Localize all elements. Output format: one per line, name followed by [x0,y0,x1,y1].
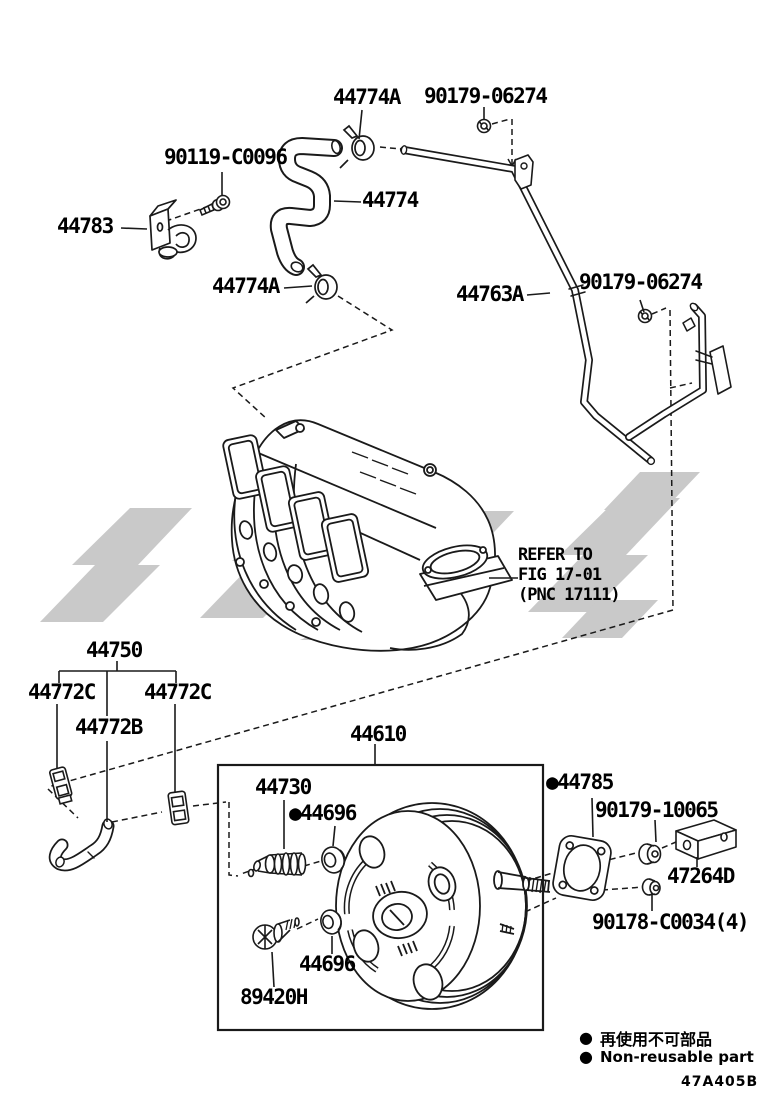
part-label-44730: 44730 [255,775,312,799]
manifold-top-details [275,420,437,495]
non-reusable-bullet-icon: ● [579,1028,593,1047]
clip-44783-drawing [149,199,197,260]
part-label-44696-1: ●44696 [289,801,357,825]
part-label-89420h: 89420H [240,985,308,1009]
part-label-44763a: 44763A [456,282,524,306]
part-label-44774: 44774 [362,188,419,212]
booster-lower-stud [499,923,515,935]
bolt-90119-c0096-drawing [198,194,231,217]
dashed-construction-lines [47,118,693,930]
part-label-90119-c0096: 90119-C0096 [164,145,288,169]
part-label-44785: ●44785 [546,770,614,794]
part-label-44774a-1: 44774A [333,85,401,109]
part-label-44696-2: 44696 [299,952,356,976]
tube-44763a-drawing [400,145,656,466]
nut-90179-10065-drawing [638,843,662,865]
refer-note-line1: REFER TO [518,545,593,565]
clamp-44774a-top-drawing [339,124,375,169]
nut-90179-06274-top-drawing [476,118,492,134]
part-label-90179-10065: 90179-10065 [595,798,719,822]
booster-pushrod [493,870,551,894]
grommet-44696-bottom-drawing [320,909,342,935]
leader-lines [120,107,698,988]
non-reusable-bullet-icon: ● [579,1047,593,1066]
legend-non-reusable-jp: ● 再使用不可部品 [579,1026,712,1050]
spacer-47264d-drawing [675,819,737,860]
part-label-44783: 44783 [57,214,114,238]
manifold-port-frames [222,434,370,583]
refer-note-line3: (PNC 17111) [518,585,621,605]
part-label-90179-06274-2: 90179-06274 [579,270,703,294]
booster-assembly-box [216,763,545,1032]
figure-code: 47A405B [681,1074,759,1090]
legend-jp-text: 再使用不可部品 [599,1030,712,1049]
grommet-44696-top-drawing [321,846,346,874]
manifold-throttle-flange [419,544,513,601]
hose-44772b-drawing [48,818,115,872]
part-label-47264d: 47264D [667,864,735,888]
refer-note: REFER TO FIG 17-01 (PNC 17111) [518,545,621,605]
part-label-90179-06274-1: 90179-06274 [424,84,548,108]
part-label-44772c-1: 44772C [28,680,96,704]
clamp-44774a-bottom-drawing [305,263,338,304]
sensor-89420h-drawing [252,917,300,950]
booster-stud-threads [375,880,418,957]
check-valve-44730-drawing [247,852,307,878]
bracket-44750 [56,661,177,822]
legend-en-text: Non-reusable part [599,1048,754,1066]
intake-manifold-drawing [222,419,513,652]
nut-90178-c0034-drawing [641,878,661,896]
part-label-90178-c0034: 90178-C0034(4) [592,910,750,934]
brake-booster-drawing [335,802,551,1010]
part-label-44774a-2: 44774A [212,274,280,298]
part-label-44772b: 44772B [75,715,143,739]
clamp-44772c-left-drawing [49,766,73,805]
nut-90179-06274-right-drawing [637,308,653,324]
part-label-44610: 44610 [350,722,407,746]
part-label-44750: 44750 [86,638,143,662]
part-label-44772c-2: 44772C [144,680,212,704]
clamp-44772c-right-drawing [167,790,190,826]
manifold-runner-holes [235,520,356,627]
tube-44763a-connector-drawing [625,302,732,441]
legend-non-reusable-en: ● Non-reusable part [579,1048,754,1066]
gasket-44785-drawing [552,834,612,902]
refer-note-line2: FIG 17-01 [518,565,602,585]
hose-44774-drawing [269,137,343,276]
